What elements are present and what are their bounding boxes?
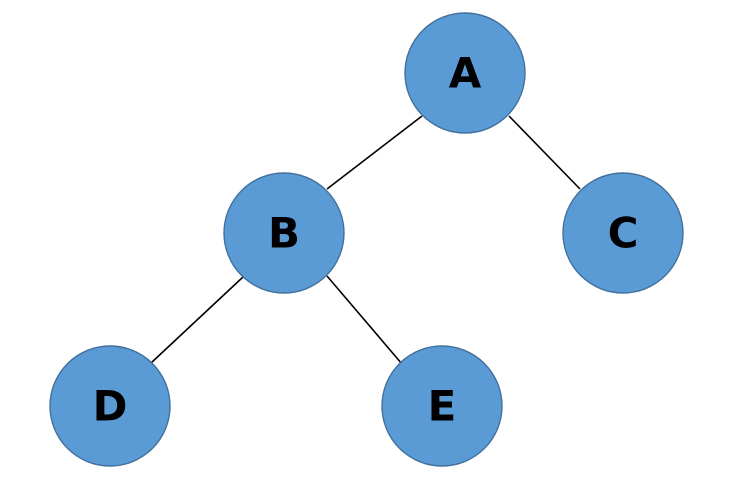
node-b: B (223, 172, 345, 294)
node-b-circle (223, 172, 345, 294)
node-b-label: B (268, 209, 300, 258)
node-c: C (562, 172, 684, 294)
node-e-circle (381, 345, 503, 467)
edge-a-b (326, 115, 423, 190)
edge-b-d (150, 276, 244, 364)
node-d-label: D (93, 382, 128, 431)
node-a-label: A (449, 49, 482, 98)
node-d-circle (49, 345, 171, 467)
node-c-label: C (608, 209, 639, 258)
edge-b-e (326, 275, 403, 365)
node-c-circle (562, 172, 684, 294)
node-a: A (404, 12, 526, 134)
node-e-label: E (428, 382, 457, 431)
node-a-circle (404, 12, 526, 134)
node-e: E (381, 345, 503, 467)
edge-a-c (508, 115, 581, 190)
node-d: D (49, 345, 171, 467)
